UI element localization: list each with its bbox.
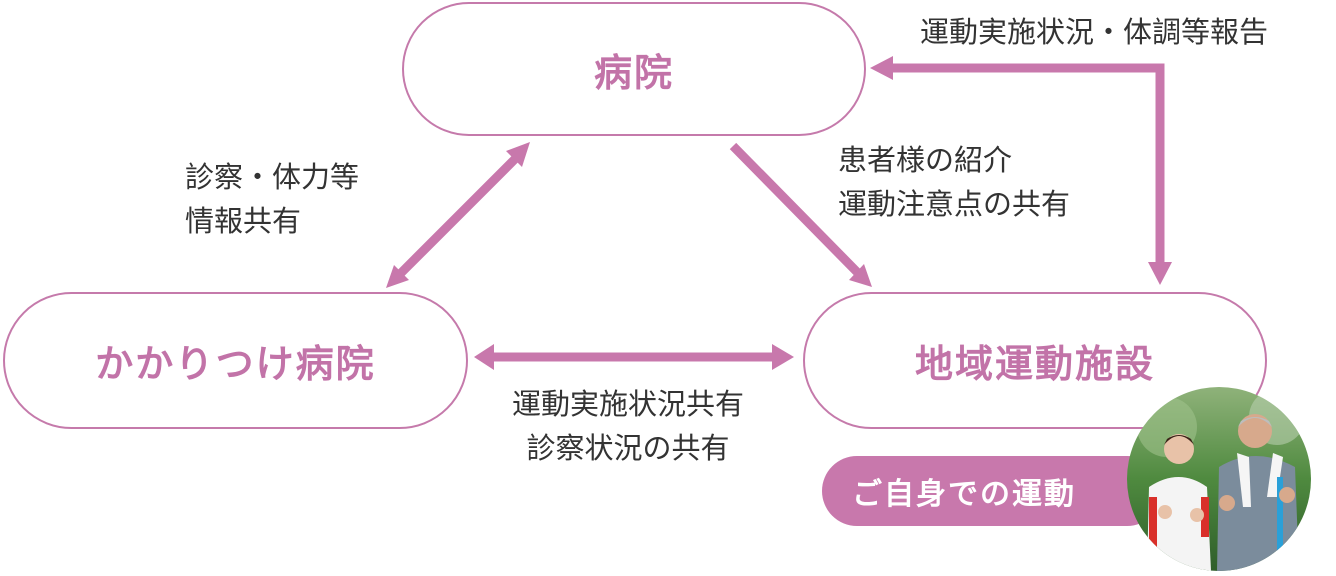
edge-label-family-facility: 運動実施状況共有 診察状況の共有: [488, 382, 768, 470]
arrow-hospital-to-facility-line: [729, 142, 861, 276]
edge-label-line: 運動実施状況共有: [511, 387, 744, 421]
node-hospital-label: 病院: [593, 50, 674, 95]
arrow-family-facility-head-left: [474, 344, 494, 370]
node-hospital: 病院: [402, 2, 866, 136]
arrow-hospital-family-line: [396, 154, 520, 278]
node-regional-facility-label: 地域運動施設: [914, 342, 1155, 386]
seniors-jogging-photo: [1127, 387, 1311, 571]
arrow-hospital-family-head-top: [506, 142, 530, 167]
arrow-family-facility-head-right: [772, 344, 794, 370]
edge-label-line: 診察状況の共有: [526, 431, 730, 465]
arrow-hospital-to-facility-head: [849, 264, 872, 287]
edge-label-line: 患者様の紹介: [838, 143, 1013, 177]
edge-label-hospital-family: 診察・体力等 情報共有: [185, 155, 359, 243]
edge-label-line: 情報共有: [185, 204, 302, 238]
arrow-report-head-left: [870, 56, 893, 80]
arrow-hospital-family-head-bottom: [386, 265, 409, 288]
self-exercise-badge: ご自身での運動: [822, 456, 1162, 526]
photo-illustration: [1127, 387, 1311, 571]
node-family-hospital: かかりつけ病院: [3, 292, 468, 429]
arrow-report-head-down: [1148, 262, 1172, 285]
edge-label-hospital-facility: 患者様の紹介 運動注意点の共有: [838, 138, 1070, 226]
node-family-hospital-label: かかりつけ病院: [95, 342, 376, 386]
edge-label-report: 運動実施状況・体調等報告: [920, 10, 1268, 54]
arrow-report-line: [892, 63, 1165, 262]
self-exercise-label: ご自身での運動: [852, 477, 1076, 512]
edge-label-line: 運動注意点の共有: [838, 187, 1071, 221]
edge-label-line: 診察・体力等: [185, 160, 360, 194]
edge-label-report-text: 運動実施状況・体調等報告: [920, 15, 1269, 49]
